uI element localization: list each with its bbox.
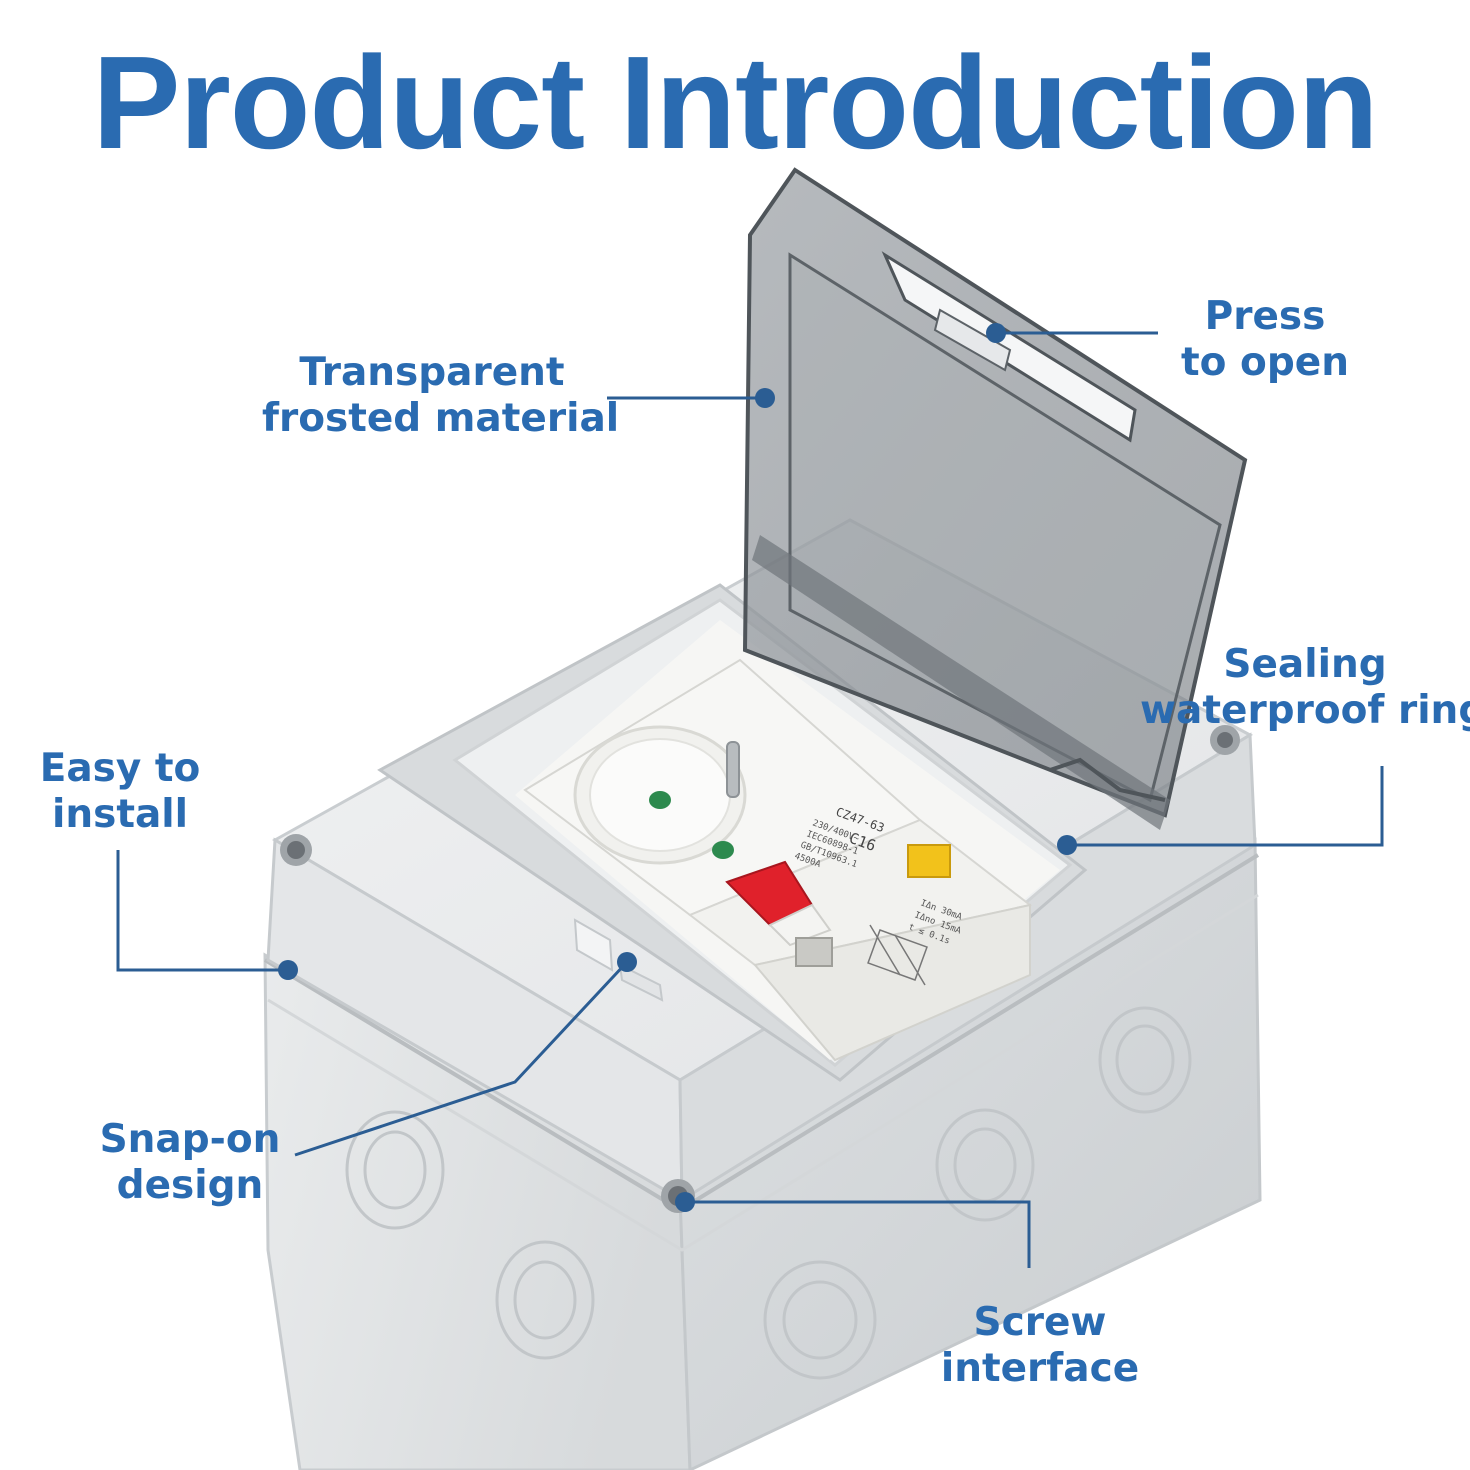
callout-line: Sealing [1223,642,1387,687]
transparent-lid [742,167,1248,830]
callout-line: interface [940,1346,1140,1391]
sealing-ring [1049,757,1166,802]
callout-line: design [116,1163,264,1208]
callout-dot [278,960,298,980]
callout-press-to-open: Press to open [1165,294,1365,386]
callout-line: Press [1204,294,1326,339]
callout-line: frosted material [262,396,620,441]
earth-pin [726,741,740,798]
wiring-schematic [867,924,928,986]
callout-transparent-material: Transparent frosted material [262,350,620,442]
callout-line: Easy to [39,746,201,791]
cable-knockout [345,1006,1192,1380]
callout-line: Screw [973,1300,1107,1345]
callout-line: to open [1181,340,1349,385]
press-latch [881,251,1137,443]
callout-line: Transparent [299,350,565,395]
page-title: Product Introduction [92,29,1378,176]
callout-dot [986,323,1006,343]
callout-dots [278,323,1077,1212]
callout-dot [755,388,775,408]
callout-snap-on: Snap-on design [95,1117,285,1209]
callout-line: install [51,792,189,837]
callout-dot [675,1192,695,1212]
rcbo-socket-module: CZ47-63 C16 230/400V~ IEC60898-1 GB/T109… [523,658,1033,1062]
test-button [907,844,951,878]
callout-screw-interface: Screw interface [930,1300,1150,1392]
callout-sealing-ring: Sealing waterproof ring [1140,642,1470,734]
callout-dot [1057,835,1077,855]
callout-line: Snap-on [99,1117,281,1162]
callout-leaders [116,331,1384,1268]
callout-easy-install: Easy to install [30,746,210,838]
callout-dot [617,952,637,972]
callout-line: waterproof ring [1140,688,1470,733]
snap-latch [573,918,664,1002]
